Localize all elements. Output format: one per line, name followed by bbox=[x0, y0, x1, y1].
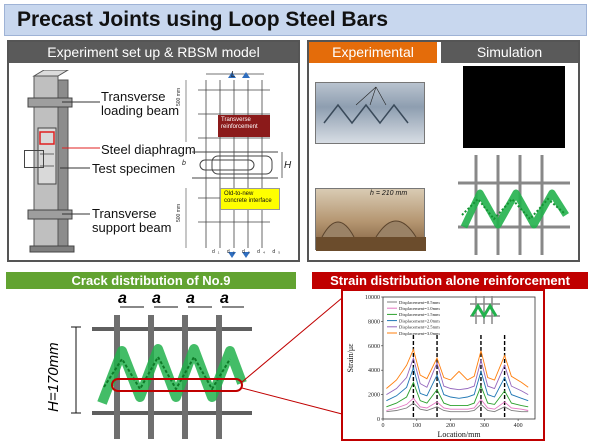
dim-label-500-top: 500 mm bbox=[176, 87, 182, 106]
dim-label-H: H bbox=[284, 160, 292, 171]
spacing-label-3: a bbox=[186, 290, 195, 307]
x-tick-label-4: 400 bbox=[514, 423, 523, 429]
simulation-header: Simulation bbox=[441, 42, 578, 63]
y-tick-label-2: 4000 bbox=[368, 368, 380, 374]
spacing-label-1: a bbox=[118, 290, 127, 307]
label-test-specimen: Test specimen bbox=[92, 161, 176, 176]
legend-label-4: Displacement=2.5mm bbox=[399, 325, 440, 330]
x-tick-label-1: 100 bbox=[412, 423, 421, 429]
simulation-view bbox=[463, 66, 565, 148]
label-steel-diaphragm: Steel diaphragm bbox=[101, 142, 196, 157]
spacing-label-2: a bbox=[152, 290, 161, 307]
experiment-photo-joint bbox=[315, 188, 426, 251]
legend-label-2: Displacement=1.5mm bbox=[399, 312, 440, 317]
title-bar: Precast Joints using Loop Steel Bars bbox=[4, 4, 587, 36]
dim-label-500-bottom: 500 mm bbox=[176, 203, 182, 222]
leader-lines bbox=[60, 101, 100, 215]
series-line-5 bbox=[386, 348, 529, 389]
y-tick-label-3: 6000 bbox=[368, 344, 380, 350]
y-tick-label-1: 2000 bbox=[368, 393, 380, 399]
x-tick-label-3: 300 bbox=[480, 423, 489, 429]
interface-callout: Old-to-new concrete interface bbox=[220, 188, 280, 210]
legend-label-0: Displacement=0.5mm bbox=[399, 300, 440, 305]
label-support-beam: Transverse support beam bbox=[92, 206, 172, 235]
series-line-1 bbox=[386, 397, 529, 411]
series-line-3 bbox=[386, 366, 529, 402]
crack-distribution-drawing bbox=[92, 306, 252, 439]
dim-label-bottom: d₁ d₂ d₃ d₄ d₅ bbox=[212, 249, 284, 255]
dim-label-L: L bbox=[231, 70, 236, 79]
series-line-4 bbox=[386, 356, 529, 395]
chart-inset-model bbox=[470, 296, 500, 324]
legend-label-3: Displacement=2.0mm bbox=[399, 318, 440, 323]
legend-label-5: Displacement=3.0mm bbox=[399, 331, 440, 336]
y-tick-label-0: 0 bbox=[377, 417, 380, 423]
setup-header: Experiment set up & RBSM model bbox=[9, 42, 298, 63]
simulation-reinforcement-model bbox=[458, 155, 570, 255]
x-tick-label-0: 0 bbox=[382, 423, 385, 429]
rbsm-model-drawing bbox=[185, 72, 283, 258]
photo-crack-overlay bbox=[323, 86, 409, 125]
specimen-height-label: h = 210 mm bbox=[370, 190, 408, 197]
y-axis-label: Strain/με bbox=[346, 343, 355, 373]
photo-joint-overlay bbox=[316, 220, 426, 251]
experiment-photo-cracks bbox=[315, 82, 425, 144]
callout-connector bbox=[241, 297, 343, 415]
x-tick-label-2: 200 bbox=[446, 423, 455, 429]
strain-chart: 0 2000 4000 6000 8000 10000 0 100 200 300 400Locat… bbox=[346, 295, 536, 439]
crack-header: Crack distribution of No.9 bbox=[6, 272, 296, 289]
strain-header: Strain distribution alone reinforcement bbox=[312, 272, 588, 289]
spacing-label-4: a bbox=[220, 290, 229, 307]
label-loading-beam: Transverse loading beam bbox=[101, 89, 180, 118]
height-dimension-line bbox=[71, 326, 81, 414]
height-label: H=170mm bbox=[45, 342, 62, 412]
x-axis-label: Location/mm bbox=[437, 430, 481, 439]
transverse-reinforcement-callout: Transverse reinforcement bbox=[218, 115, 270, 137]
y-tick-label-5: 10000 bbox=[365, 295, 380, 301]
experimental-header: Experimental bbox=[309, 42, 437, 63]
legend-label-1: Displacement=1.0mm bbox=[399, 306, 440, 311]
series-line-0 bbox=[386, 402, 529, 413]
series-line-2 bbox=[386, 381, 529, 408]
dim-label-b: b bbox=[182, 160, 186, 167]
test-rig-illustration bbox=[27, 70, 75, 253]
page-title: Precast Joints using Loop Steel Bars bbox=[17, 8, 389, 31]
y-tick-label-4: 8000 bbox=[368, 319, 380, 325]
test-rig-frame-detail bbox=[24, 150, 44, 168]
